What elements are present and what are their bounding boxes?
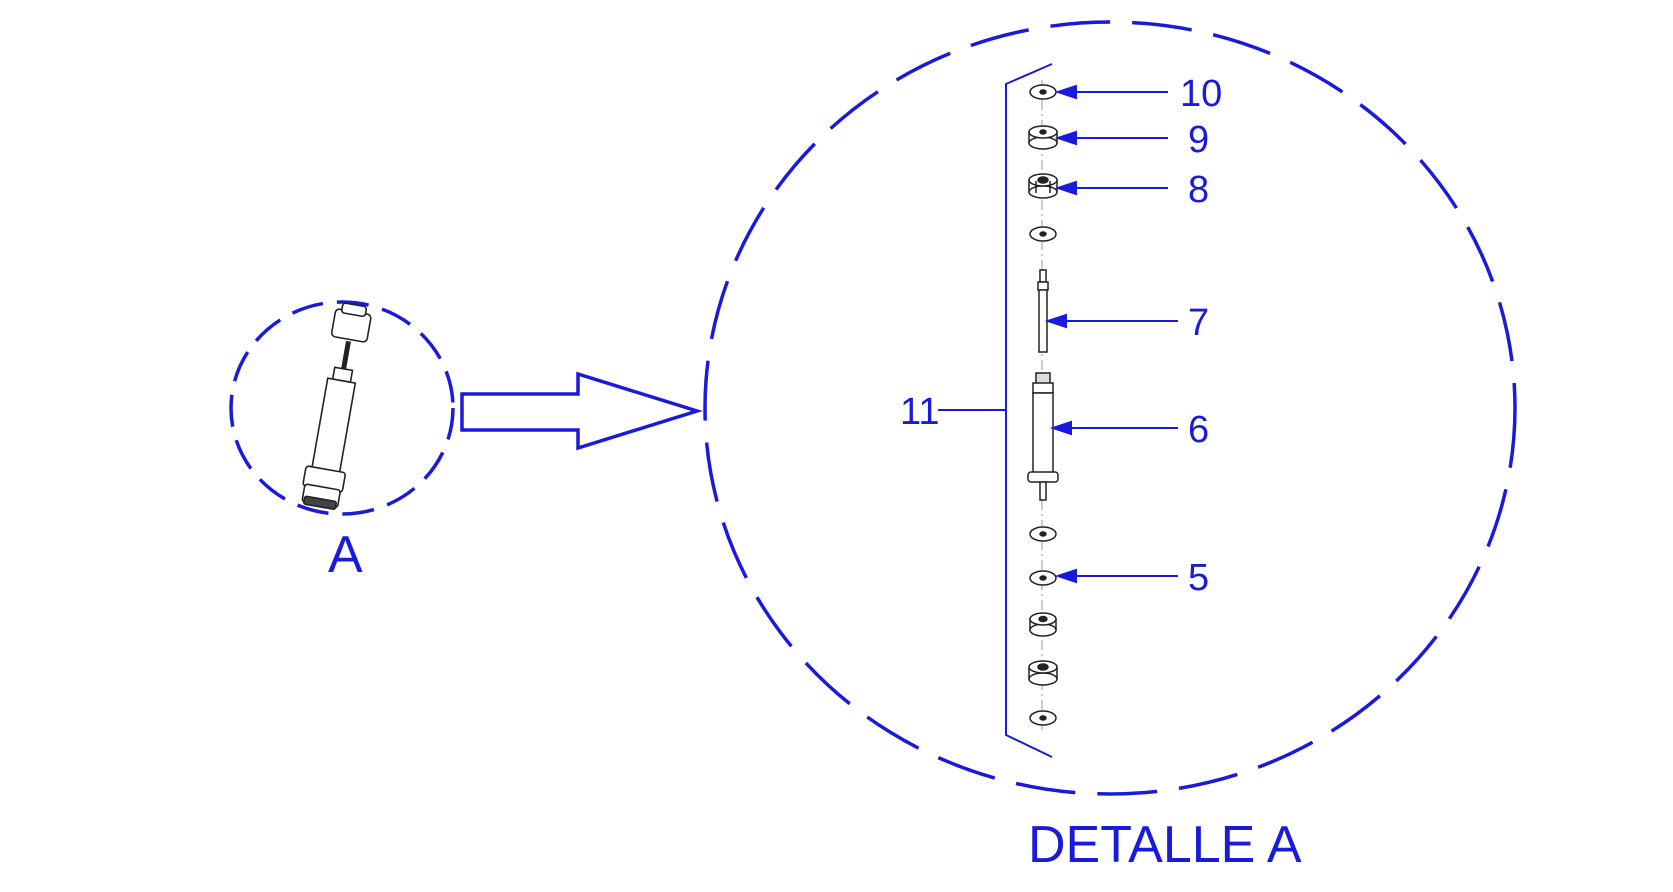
callout-label-11: 11 [900,391,939,433]
view-a-label: A [328,526,363,584]
part-cylinder [1027,372,1059,501]
leader-8 [1054,180,1168,196]
part-washer-3 [1029,526,1057,542]
detail-arrow [460,371,703,451]
part-rod [1037,269,1049,353]
leader-7 [1044,313,1178,329]
leader-9 [1054,130,1168,146]
callout-label-5: 5 [1188,557,1209,599]
callout-label-7: 7 [1188,302,1209,344]
leader-10 [1054,84,1168,100]
detail-a-circle [703,20,1517,796]
detail-title: DETALLE A [1028,816,1302,874]
leader-5 [1054,568,1178,584]
leader-6 [1049,420,1178,436]
part-washer-2 [1029,226,1057,242]
part-nut-bottom [1029,612,1057,637]
part-washer-bottom [1029,570,1057,586]
part-washer-top [1029,84,1057,100]
callout-label-9: 9 [1188,119,1209,161]
callout-label-10: 10 [1180,73,1222,115]
assembly-thumbnail [301,302,372,510]
leader-11-bracket [938,63,1053,758]
callout-label-8: 8 [1188,169,1209,211]
part-washer-last [1029,710,1057,726]
callout-label-6: 6 [1188,409,1209,451]
part-nut-top [1028,173,1058,199]
part-bushing [1028,125,1058,150]
part-bushing-bottom [1028,660,1058,686]
view-a-circle [229,300,455,516]
